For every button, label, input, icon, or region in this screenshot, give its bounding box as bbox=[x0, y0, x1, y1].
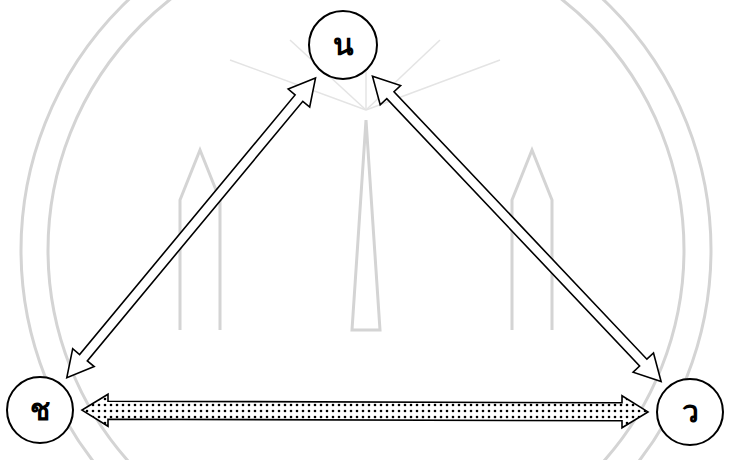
dotted-double-arrow bbox=[82, 394, 648, 428]
letter-circle: ว bbox=[656, 378, 724, 446]
node-letter: ว bbox=[682, 397, 699, 427]
letter-circle: น bbox=[308, 10, 378, 80]
hollow-double-arrow bbox=[67, 78, 316, 378]
letter-circle: ช bbox=[6, 376, 74, 444]
hollow-double-arrow bbox=[373, 76, 662, 381]
node-letter: น bbox=[333, 30, 354, 60]
node-letter: ช bbox=[30, 395, 50, 425]
